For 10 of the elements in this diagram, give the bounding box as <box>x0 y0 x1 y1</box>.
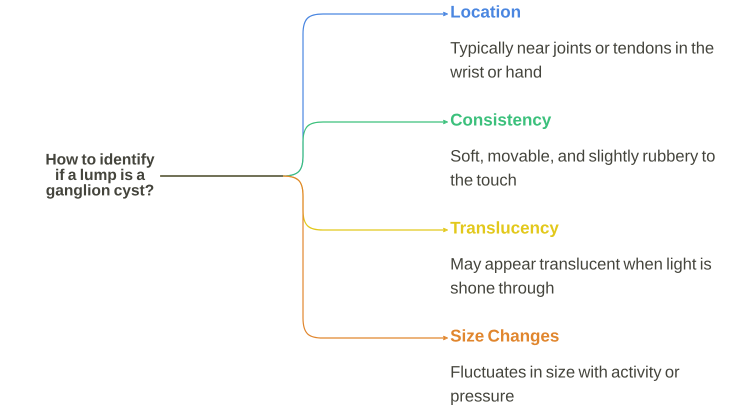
description: Soft, movable, and slightly rubbery to the touch <box>450 150 715 186</box>
heading: Size Changes <box>450 329 559 346</box>
heading: Location <box>451 5 520 18</box>
question-text: How to identify if a lump is a ganglion cyst? <box>46 153 154 199</box>
heading: Translucency <box>450 221 559 238</box>
description: May appear translucent when light is shone through <box>450 258 712 297</box>
description: Typically near joints or tendons in the wrist or hand <box>450 42 714 78</box>
description: Fluctuates in size with activity or pressure <box>451 366 680 405</box>
connector-line <box>160 175 283 177</box>
heading: Consistency <box>450 113 552 130</box>
